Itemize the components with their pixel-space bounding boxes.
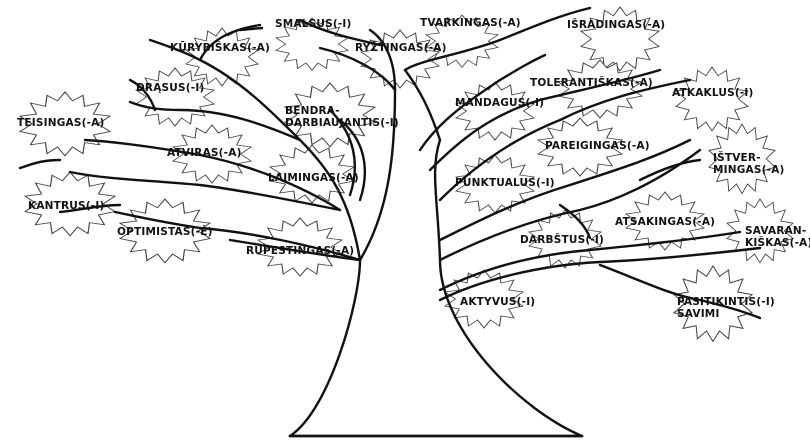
label-atkaklus: ATKAKLUS(-I) [672,87,754,99]
label-mandagus: MANDAGUS(-I) [455,97,545,109]
label-teisingas: TEISINGAS(-A) [17,117,105,129]
label-atsakingas: ATSAKINGAS(-A) [615,216,716,228]
label-punktualus: PUNKTUALUS(-I) [455,177,555,189]
label-smalsus: SMALSUS(-I) [275,18,352,30]
label-kantrus: KANTRUS(-I) [28,200,105,212]
label-atviras: ATVIRAS(-A) [167,147,242,159]
leaf [455,81,535,141]
label-drasus: DRĄSUS(-I) [136,82,205,94]
label-tvarkingas: TVARKINGAS(-A) [420,17,521,29]
leaves [19,6,794,342]
tree-trunk-and-branches [18,6,762,438]
label-aktyvus: AKTYVUS(-I) [460,296,536,308]
label-kurybiskas: KŪRYBIŠKAS(-A) [170,42,270,54]
label-isradingas: IŠRADINGAS(-A) [567,19,666,31]
label-pasitikintis: PASITIKINTIS(-I) SAVIMI [677,296,775,320]
leaf [360,29,440,89]
label-rupestingas: RŪPESTINGAS(-A) [246,245,355,257]
leaf [580,6,660,72]
label-istvermingas: IŠTVER- MINGAS(-A) [713,152,785,176]
label-bendradarbiaujantis: BENDRA- DARBIAUJANTIS(-I) [285,105,399,129]
label-ryztingas: RYŽTINGAS(-A) [355,42,447,54]
label-optimistas: OPTIMISTAS(-Ė) [117,226,213,238]
label-laimingas: LAIMINGAS(-A) [268,172,359,184]
label-tolerantiskas: TOLERANTIŠKAS(-A) [530,77,653,89]
leaf [557,59,643,119]
label-pareigingas: PAREIGINGAS(-A) [545,140,650,152]
label-darbstus: DARBŠTUS(-I) [520,234,605,246]
label-savarankiskas: SAVARAN- KIŠKAS(-A) [745,225,810,249]
